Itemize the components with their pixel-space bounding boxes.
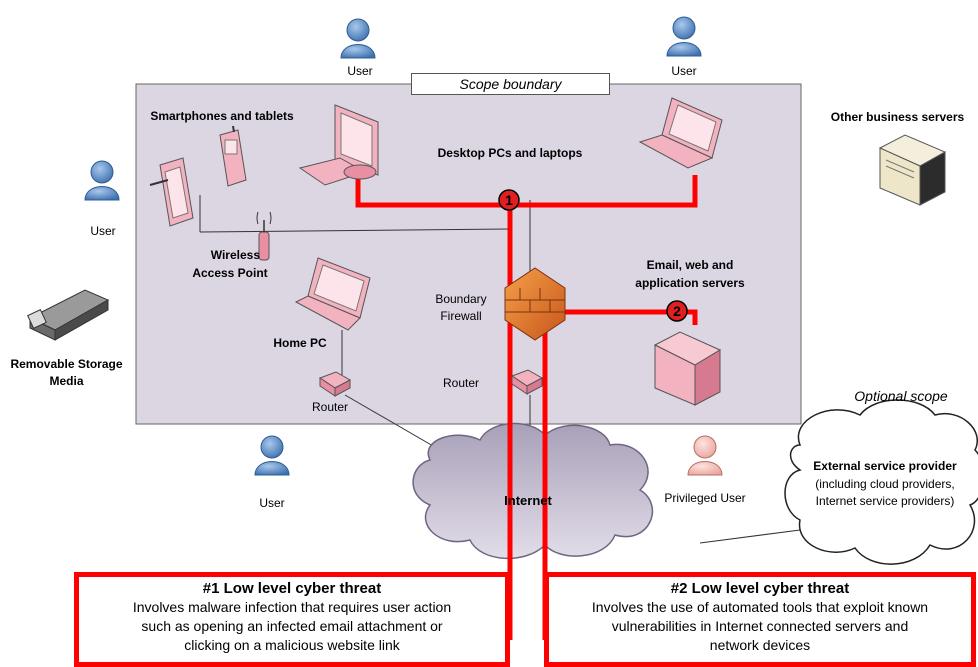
user-icon <box>340 18 376 59</box>
boundary-firewall-label: Boundary <box>435 292 487 306</box>
scope-boundary-label: Scope boundary <box>411 73 610 95</box>
threat-description: such as opening an infected email attach… <box>141 618 443 634</box>
threat-title: #2 Low level cyber threat <box>670 580 850 597</box>
router-label: Router <box>311 400 349 414</box>
phone-icon <box>219 125 247 187</box>
removable-storage-label: Media <box>49 374 84 388</box>
other-servers-label: Other business servers <box>830 110 965 124</box>
threat-description: vulnerabilities in Internet connected se… <box>611 618 909 634</box>
wireless-access-point-icon <box>256 211 272 261</box>
router-label: Router <box>442 376 480 390</box>
user-icon <box>84 160 120 201</box>
external-provider-cloud <box>784 399 978 565</box>
external-provider-text: Internet service providers) <box>815 494 955 508</box>
wireless-ap-label: Access Point <box>192 266 268 280</box>
internet-label: Internet <box>504 493 552 508</box>
user-label: User <box>90 224 116 238</box>
tablet-icon <box>149 157 194 227</box>
threat-title: #1 Low level cyber threat <box>202 580 382 597</box>
email-servers-label: Email, web and <box>646 258 734 272</box>
user-label: User <box>671 64 697 78</box>
optional-scope-label: Optional scope <box>854 388 948 404</box>
marker-2 <box>666 300 688 322</box>
internet-cloud <box>412 422 654 559</box>
threat-description: Involves malware infection that requires… <box>132 599 452 615</box>
laptop-icon <box>638 97 723 169</box>
home-pc-label: Home PC <box>273 336 327 350</box>
router-icon <box>318 371 352 397</box>
privileged-user-icon <box>687 435 723 476</box>
threat-description: clicking on a malicious website link <box>184 637 400 653</box>
home-pc-laptop-icon <box>294 257 371 331</box>
user-icon <box>254 435 290 476</box>
user-label: User <box>347 64 373 78</box>
marker-2-label: 2 <box>673 303 681 319</box>
user-icon <box>666 16 702 57</box>
email-server-icon <box>653 331 722 406</box>
email-servers-label: application servers <box>635 276 745 290</box>
usb-storage-icon <box>27 289 110 341</box>
threat-box-1: #1 Low level cyber threat Involves malwa… <box>74 572 510 667</box>
boundary-firewall-label: Firewall <box>440 309 482 323</box>
desktops-label: Desktop PCs and laptops <box>437 146 583 160</box>
removable-storage-label: Removable Storage <box>10 357 123 371</box>
marker-1-label: 1 <box>505 192 513 208</box>
router-icon <box>510 369 544 395</box>
desktop-pc-icon <box>298 104 379 186</box>
firewall-icon <box>504 267 566 341</box>
external-provider-title: External service provider <box>813 459 957 473</box>
threat-paths <box>355 175 698 640</box>
business-server-icon <box>878 134 947 206</box>
threat-description: Involves the use of automated tools that… <box>591 599 929 615</box>
smartphones-label: Smartphones and tablets <box>150 109 294 123</box>
threat-box-2: #2 Low level cyber threat Involves the u… <box>544 572 976 667</box>
user-label: User <box>259 496 285 510</box>
marker-1 <box>498 189 520 211</box>
wireless-ap-label: Wireless <box>210 248 260 262</box>
external-provider-text: (including cloud providers, <box>815 477 955 491</box>
threat-description: network devices <box>709 637 811 653</box>
privileged-user-label: Privileged User <box>664 491 746 505</box>
